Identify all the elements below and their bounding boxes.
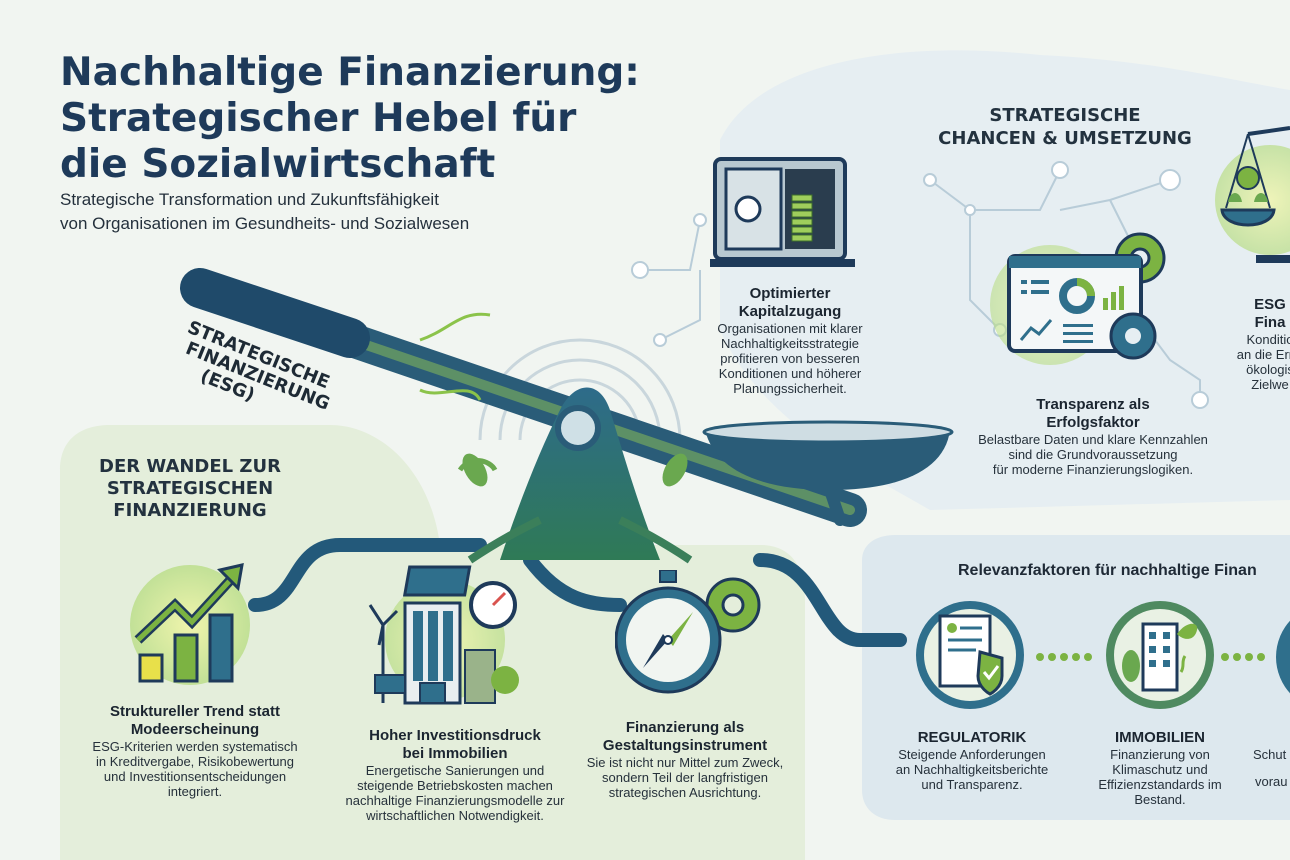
wandel-item-1-title-line-1: Struktureller Trend statt xyxy=(109,703,281,720)
chancen-item-2-text-line-1: Belastbare Daten und klare Kennzahlen xyxy=(978,432,1208,447)
wandel-item-1-title-line-2: Modeerscheinung xyxy=(130,721,260,738)
chancen-item-1-text-line-3: profitieren von besseren xyxy=(720,351,860,366)
wandel-item-3-text-line-1: Sie ist nicht nur Mittel zum Zweck, xyxy=(586,755,784,770)
chancen-item-2-title-line-2: Erfolgsfaktor xyxy=(1046,414,1140,431)
relevanz-item-3: Schut vorau xyxy=(1253,747,1290,789)
growth-chart-icon xyxy=(134,563,244,683)
chancen-heading-line-2: CHANCEN & UMSETZUNG xyxy=(938,128,1192,149)
chancen-heading: STRATEGISCHE CHANCEN & UMSETZUNG xyxy=(920,104,1210,150)
wandel-item-1-text-line-4: integriert. xyxy=(167,784,223,799)
chancen-item-3-text-line-4: Zielwe xyxy=(1251,377,1289,392)
dashboard-icon xyxy=(1007,232,1166,360)
chancen-item-2-text-line-2: sind die Grundvoraussetzung xyxy=(1008,447,1178,462)
relevanz-item-2-text-line-1: Finanzierung von xyxy=(1110,747,1210,762)
relevanz-item-2-title: IMMOBILIEN xyxy=(1115,729,1205,746)
chancen-item-2: Transparenz als Erfolgsfaktor Belastbare… xyxy=(958,396,1228,477)
compass-gear-icon xyxy=(615,570,761,694)
chancen-item-1-title-line-1: Optimierter xyxy=(749,285,831,302)
lever-graphic xyxy=(180,268,954,564)
chancen-item-2-text-line-3: für moderne Finanzierungslogiken. xyxy=(992,462,1194,477)
wandel-item-1-text-line-1: ESG-Kriterien werden systematisch xyxy=(92,739,298,754)
wandel-item-2-title-line-2: bei Immobilien xyxy=(402,745,508,762)
relevanz-heading: Relevanzfaktoren für nachhaltige Finan xyxy=(958,562,1257,579)
building-solar-icon xyxy=(368,565,519,705)
relevanz-item-2-text-line-3: Effizienzstandards im xyxy=(1098,777,1222,792)
relevanz-item-2: IMMOBILIEN Finanzierung von Klimaschutz … xyxy=(1075,729,1245,807)
wandel-item-1-text-line-3: und Investitionsentscheidungen xyxy=(103,769,287,784)
chancen-item-3-text-line-2: an die Errei xyxy=(1236,347,1290,362)
chancen-item-1-text-line-4: Konditionen und höherer xyxy=(718,366,862,381)
title-line-3: die Sozialwirtschaft xyxy=(60,142,496,187)
wandel-item-1-text-line-2: in Kreditvergabe, Risikobewertung xyxy=(96,754,294,769)
wandel-item-3-text-line-3: strategischen Ausrichtung. xyxy=(608,785,762,800)
relevanz-item-1: REGULATORIK Steigende Anforderungen an N… xyxy=(872,729,1072,792)
wandel-item-2-text-line-1: Energetische Sanierungen und xyxy=(365,763,545,778)
wandel-item-2-text-line-3: nachhaltige Finanzierungsmodelle zur xyxy=(345,793,565,808)
page-subtitle: Strategische Transformation und Zukunfts… xyxy=(60,188,580,236)
page-title: Nachhaltige Finanzierung: Strategischer … xyxy=(60,50,680,188)
wandel-item-2-text-line-4: wirtschaftlichen Notwendigkeit. xyxy=(366,808,544,823)
chancen-item-3: ESG Fina Konditio an die Errei ökologis … xyxy=(1215,296,1290,392)
chancen-item-1-text-line-2: Nachhaltigkeitsstrategie xyxy=(720,336,860,351)
wandel-item-3-text-line-2: sondern Teil der langfristigen xyxy=(602,770,768,785)
wandel-item-2-title-line-1: Hoher Investitionsdruck xyxy=(369,727,541,744)
wandel-heading-line-1: DER WANDEL ZUR xyxy=(99,456,281,477)
chancen-item-1-text-line-1: Organisationen mit klarer xyxy=(717,321,863,336)
document-shield-icon xyxy=(938,614,1004,696)
chancen-item-3-text-line-1: Konditio xyxy=(1246,332,1290,347)
chancen-item-3-text-line-3: ökologis xyxy=(1246,362,1290,377)
building-leaf-icon xyxy=(1122,622,1198,692)
relevanz-item-2-text-line-4: Bestand. xyxy=(1134,792,1186,807)
chancen-item-3-title-line-2: Fina xyxy=(1254,314,1286,331)
safe-icon xyxy=(710,157,855,267)
relevanz-item-3-text-line-2: vorau xyxy=(1255,774,1288,789)
wandel-item-2-text-line-2: steigende Betriebskosten machen xyxy=(357,778,553,793)
wandel-item-1: Struktureller Trend statt Modeerscheinun… xyxy=(80,703,310,799)
chancen-item-1-title-line-2: Kapitalzugang xyxy=(738,303,842,320)
scale-icon xyxy=(1220,126,1290,263)
subtitle-line-2: von Organisationen im Gesundheits- und S… xyxy=(60,214,470,233)
wandel-heading-line-3: FINANZIERUNG xyxy=(113,500,267,521)
relevanz-item-1-text-line-3: und Transparenz. xyxy=(921,777,1023,792)
chancen-item-3-title-line-1: ESG xyxy=(1254,296,1286,313)
wandel-heading-line-2: STRATEGISCHEN xyxy=(106,478,274,499)
chancen-item-1: Optimierter Kapitalzugang Organisationen… xyxy=(690,285,890,396)
relevanz-item-3-text-line-1: Schut xyxy=(1253,747,1287,762)
title-line-1: Nachhaltige Finanzierung: xyxy=(60,50,640,95)
chancen-item-1-text-line-5: Planungssicherheit. xyxy=(733,381,847,396)
chancen-item-2-title-line-1: Transparenz als xyxy=(1036,396,1150,413)
wandel-item-3-title-line-2: Gestaltungsinstrument xyxy=(602,737,768,754)
title-line-2: Strategischer Hebel für xyxy=(60,96,577,141)
subtitle-line-1: Strategische Transformation und Zukunfts… xyxy=(60,190,439,209)
relevanz-item-1-text-line-1: Steigende Anforderungen xyxy=(898,747,1046,762)
relevanz-item-1-text-line-2: an Nachhaltigkeitsberichte xyxy=(895,762,1049,777)
wandel-heading: DER WANDEL ZUR STRATEGISCHEN FINANZIERUN… xyxy=(80,456,300,522)
relevanz-item-2-text-line-2: Klimaschutz und xyxy=(1112,762,1208,777)
chancen-heading-line-1: STRATEGISCHE xyxy=(989,105,1141,126)
partial-icon xyxy=(1276,620,1290,694)
wandel-item-2: Hoher Investitionsdruck bei Immobilien E… xyxy=(330,727,580,823)
wandel-item-3-title-line-1: Finanzierung als xyxy=(625,719,745,736)
wandel-item-3: Finanzierung als Gestaltungsinstrument S… xyxy=(560,719,810,800)
relevanz-item-1-title: REGULATORIK xyxy=(917,729,1027,746)
